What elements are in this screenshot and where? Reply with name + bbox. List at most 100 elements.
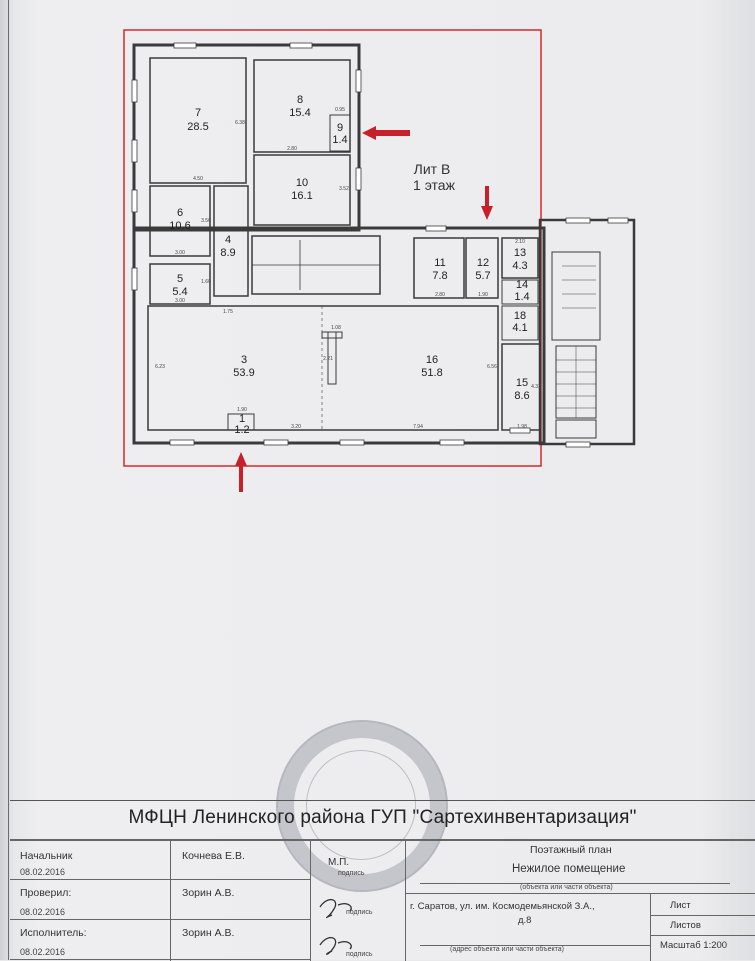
room-number: 1 [239, 413, 245, 425]
role-label: Проверил: [20, 887, 72, 899]
sheets-label: Листов [670, 920, 701, 931]
person-name: Зорин А.В. [182, 887, 235, 899]
title-block-divider [650, 935, 755, 936]
room-labels: 7 28.5 8 15.4 9 1.4 10 16.1 6 10.6 4 8.9… [169, 94, 529, 436]
room-area: 15.4 [289, 107, 310, 119]
room-area: 7.8 [432, 270, 447, 282]
room-area: 5.4 [172, 286, 187, 298]
address-line-2: д.8 [518, 915, 532, 926]
dimension-label: 4.50 [193, 176, 203, 182]
dimension-label: 0.95 [335, 107, 345, 113]
room-number: 15 [516, 377, 528, 389]
dimension-label: 2.21 [323, 356, 333, 362]
dimension-label: 1.98 [517, 424, 527, 430]
title-block-divider [310, 839, 311, 961]
room-number: 4 [225, 234, 231, 246]
dimension-label: 1.90 [237, 407, 247, 413]
object-caption: (объекта или части объекта) [520, 884, 613, 891]
address-caption: (адрес объекта или части объекта) [450, 946, 564, 953]
room-area: 4.3 [512, 260, 527, 272]
dimension-label: 1.90 [478, 292, 488, 298]
dimension-label: 3.52 [339, 186, 349, 192]
dimension-label: 6.38 [235, 120, 245, 126]
dimension-label: 3.00 [175, 298, 185, 304]
room-number: 3 [241, 354, 247, 366]
dimension-label: 2.80 [287, 146, 297, 152]
signature-label: подпись [338, 870, 365, 877]
room-area: 51.8 [421, 367, 442, 379]
room-number: 7 [195, 107, 201, 119]
title-block-divider [650, 893, 651, 961]
title-block-divider [420, 945, 650, 946]
dimension-label: 1.75 [223, 309, 233, 315]
dimension-label: 2.80 [435, 292, 445, 298]
floor-plan: Лит В 1 этаж 7 28.5 8 15.4 9 1.4 10 16.1… [123, 29, 636, 492]
walls [132, 43, 636, 446]
date-label: 08.02.2016 [20, 867, 66, 877]
signature-label: подпись [346, 909, 373, 916]
signature-scribble [319, 899, 352, 955]
sheet-label: Лист [670, 900, 691, 911]
role-label: Начальник [20, 850, 73, 862]
room-area: 8.6 [514, 390, 529, 402]
mp-label: М.П. [328, 857, 350, 868]
scale-label: Масштаб 1:200 [660, 940, 728, 951]
room-area: 4.1 [512, 322, 527, 334]
date-label: 08.02.2016 [20, 947, 66, 957]
room-area: 10.6 [169, 220, 190, 232]
room-number: 6 [177, 207, 183, 219]
room-number: 9 [337, 122, 343, 134]
title-block-divider [10, 879, 310, 880]
room-area: 1.4 [514, 291, 529, 303]
room-number: 10 [296, 177, 308, 189]
role-label: Исполнитель: [20, 927, 87, 939]
title-block-divider [10, 839, 755, 841]
dimension-label: 2.10 [515, 239, 525, 245]
room-number: 8 [297, 94, 303, 106]
room-area: 1.2 [234, 424, 249, 436]
seal-stamp [276, 720, 448, 892]
seal-stamp-inner [306, 750, 416, 860]
dimension-label: 6.23 [155, 364, 165, 370]
dimension-label: 7.94 [413, 424, 423, 430]
title-block-divider [405, 893, 755, 894]
dimension-label: 4.33 [531, 384, 541, 390]
date-label: 08.02.2016 [20, 907, 66, 917]
address-line-1: г. Саратов, ул. им. Космодемьянской З.А.… [410, 901, 595, 912]
windows [131, 42, 629, 448]
title-block-divider [405, 839, 406, 961]
dimension-label: 3.56 [201, 218, 211, 224]
person-name: Кочнева Е.В. [182, 850, 245, 862]
room-area: 5.7 [475, 270, 490, 282]
lit-label-1: Лит В [414, 161, 451, 177]
signature-label: подпись [346, 951, 373, 958]
title-block-divider [420, 883, 730, 884]
room-area: 16.1 [291, 190, 312, 202]
dimension-label: 1.60 [201, 279, 211, 285]
room-number: 16 [426, 354, 438, 366]
object-name: Нежилое помещение [512, 863, 626, 875]
room-number: 11 [434, 257, 445, 269]
room-number: 12 [477, 257, 489, 269]
title-block-divider [170, 839, 171, 961]
lit-label-2: 1 этаж [413, 177, 456, 193]
room-number: 14 [516, 279, 528, 291]
title-block-divider [650, 915, 755, 916]
highlight-frame [123, 29, 542, 467]
room-number: 13 [514, 247, 526, 259]
room-area: 28.5 [187, 121, 208, 133]
room-area: 53.9 [233, 367, 254, 379]
title-block-divider [10, 919, 310, 920]
dimension-label: 1.08 [331, 325, 341, 331]
entrance-arrows [235, 126, 493, 492]
room-area: 1.4 [332, 134, 347, 146]
room-number: 18 [514, 310, 526, 322]
sheet-left-border [8, 0, 9, 960]
organization-title: МФЦН Ленинского района ГУП "Сартехинвент… [128, 807, 637, 828]
room-number: 5 [177, 273, 183, 285]
room-area: 8.9 [220, 247, 235, 259]
dimension-label: 3.20 [291, 424, 301, 430]
dimension-label: 3.00 [175, 250, 185, 256]
dimension-labels: 4.50 2.80 3.00 3.00 1.75 6.23 3.20 7.94 … [155, 107, 541, 430]
plan-type: Поэтажный план [530, 844, 612, 856]
